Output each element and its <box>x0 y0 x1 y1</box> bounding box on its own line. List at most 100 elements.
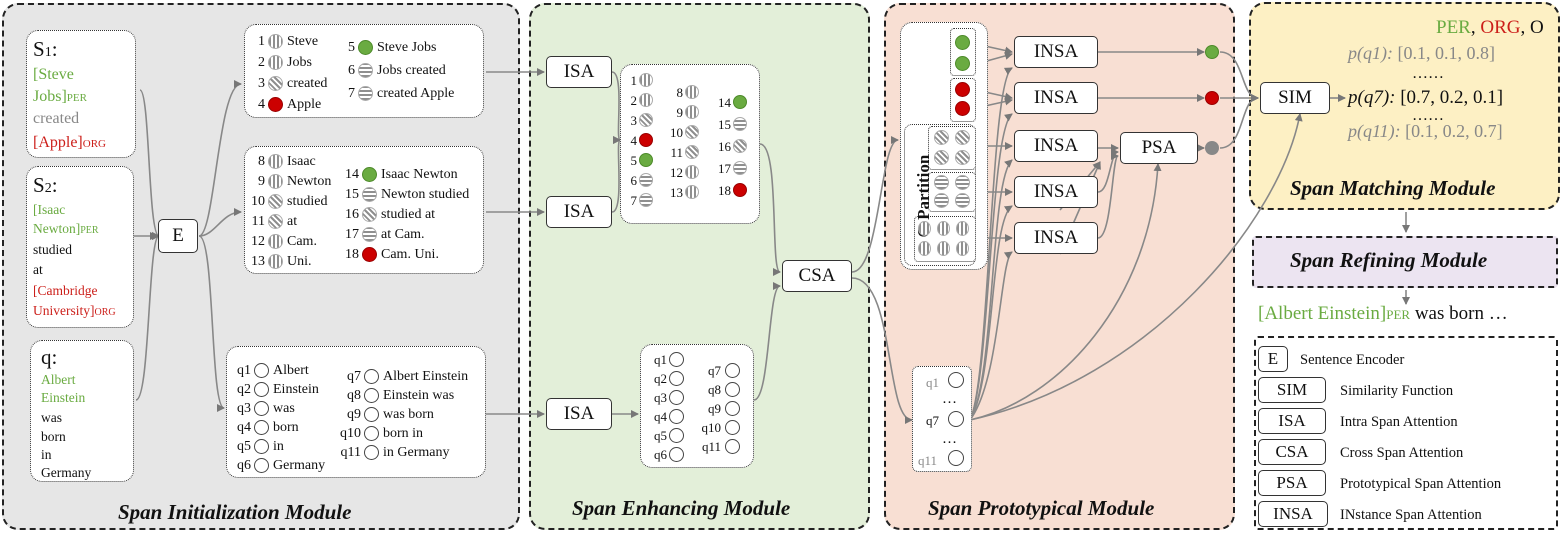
sentence-s2-card: S2: [Isaac Newton]PER studied at [Cambri… <box>26 166 134 328</box>
enh-q-index: q8 <box>708 382 721 397</box>
span-text: Einstein <box>273 382 319 397</box>
span-index: q11 <box>340 445 361 460</box>
enh-span-index: 4 <box>630 133 638 148</box>
enh-q-index: q11 <box>701 439 721 454</box>
per-support-icon-1 <box>955 35 970 50</box>
q-label: q: <box>41 345 58 369</box>
span-icon-empty <box>254 458 269 473</box>
span-text: Steve Jobs <box>377 40 437 55</box>
span-icon-v <box>268 55 283 70</box>
proto-q1-icon <box>948 372 964 388</box>
o-span-d-icon-3 <box>934 150 949 165</box>
proto-q7-icon <box>948 411 964 427</box>
s2-entity-2-a: [Cambridge <box>33 283 98 298</box>
enh-span-icon-d <box>639 113 653 127</box>
q-word-in: in <box>41 447 52 462</box>
span-icon-empty <box>364 426 379 441</box>
o-prototype-icon <box>1205 141 1219 155</box>
proto-q11-label: q11 <box>918 453 938 468</box>
enh-span-index: 15 <box>718 117 731 132</box>
org-support-icon-1 <box>955 82 970 97</box>
enh-q-index: q4 <box>654 409 667 424</box>
span-text: studied <box>287 194 328 209</box>
enh-q-icon <box>669 390 684 405</box>
span-refining-module <box>1252 236 1558 288</box>
span-index: q8 <box>347 388 361 403</box>
span-icon-empty <box>364 407 379 422</box>
s2-entity-1-b: Newton]PER <box>33 221 99 236</box>
legend-key-isa: ISA <box>1258 408 1326 434</box>
span-text: Jobs created <box>377 63 446 78</box>
s1-entity-1-a: [Steve <box>33 66 74 83</box>
enh-span-icon-green <box>639 153 653 167</box>
q-entity-a: Albert <box>41 372 76 387</box>
matching-dots-2: …… <box>1412 107 1444 124</box>
s1-label: S1: <box>33 37 58 61</box>
span-index: q2 <box>237 382 251 397</box>
enh-span-icon-d <box>685 145 699 159</box>
s2-word-studied: studied <box>33 242 72 257</box>
span-icon-v <box>268 234 283 249</box>
span-icon-d <box>268 214 283 229</box>
span-index: 15 <box>345 187 359 202</box>
span-text: in <box>273 439 284 454</box>
span-icon-red <box>362 247 377 262</box>
legend-desc-psa: Prototypical Span Attention <box>1340 476 1502 492</box>
span-text: born <box>273 420 299 435</box>
proto-dots-2: … <box>942 431 957 447</box>
enh-span-icon-h <box>639 173 653 187</box>
refine-module-title: Span Refining Module <box>1290 248 1488 272</box>
span-index: 9 <box>258 174 265 189</box>
proto-q7-label: q7 <box>926 413 939 428</box>
q-word-was: was <box>41 410 62 425</box>
isa-box-q: ISA <box>546 398 612 430</box>
enh-q-icon <box>725 439 740 454</box>
proto-q1-label: q1 <box>926 375 939 390</box>
proto-q11-icon <box>948 450 964 466</box>
span-icon-v <box>268 254 283 269</box>
org-prototype-icon <box>1205 91 1219 105</box>
span-icon-h <box>362 187 377 202</box>
o-span-h-icon-2 <box>955 175 970 190</box>
legend-panel <box>1254 336 1558 530</box>
enh-q-icon <box>669 447 684 462</box>
enh-span-icon-h <box>733 161 747 175</box>
enh-span-icon-red <box>639 133 653 147</box>
span-index: 12 <box>251 234 265 249</box>
proto-module-title: Span Prototypical Module <box>928 496 1155 520</box>
span-text: Albert <box>273 363 309 378</box>
span-text: Albert Einstein <box>383 369 469 384</box>
enh-span-icon-h <box>733 117 747 131</box>
insa-box-o1: INSA <box>1014 130 1098 162</box>
span-text: Jobs <box>287 55 312 70</box>
enh-q-icon <box>669 371 684 386</box>
span-text: in Germany <box>383 445 450 460</box>
enh-span-icon-h <box>639 193 653 207</box>
span-text: Apple <box>287 97 322 112</box>
legend-desc-insa: INstance Span Attention <box>1340 507 1482 523</box>
span-index: 13 <box>251 254 265 269</box>
s1-entity-2: [Apple]ORG <box>33 134 106 151</box>
span-text: Cam. Uni. <box>381 247 439 262</box>
enh-q-index: q7 <box>708 363 721 378</box>
span-index: q7 <box>347 369 361 384</box>
refined-output: [Albert Einstein]PER was born … <box>1258 303 1508 324</box>
q-entity-b: Einstein <box>41 390 86 405</box>
span-text: at Cam. <box>381 227 425 242</box>
span-index: 7 <box>348 86 355 101</box>
span-index: 11 <box>251 214 265 229</box>
span-text: born in <box>383 426 424 441</box>
span-index: q9 <box>347 407 361 422</box>
enh-q-icon <box>669 409 684 424</box>
enh-span-icon-d <box>733 139 747 153</box>
org-support-icon-2 <box>955 101 970 116</box>
s1-entity-1-b: Jobs]PER <box>33 88 87 105</box>
o-span-v-icon-3 <box>956 221 969 236</box>
enh-span-index: 16 <box>718 139 731 154</box>
span-text: Germany <box>273 458 326 473</box>
span-icon-empty <box>364 388 379 403</box>
span-icon-empty <box>254 401 269 416</box>
